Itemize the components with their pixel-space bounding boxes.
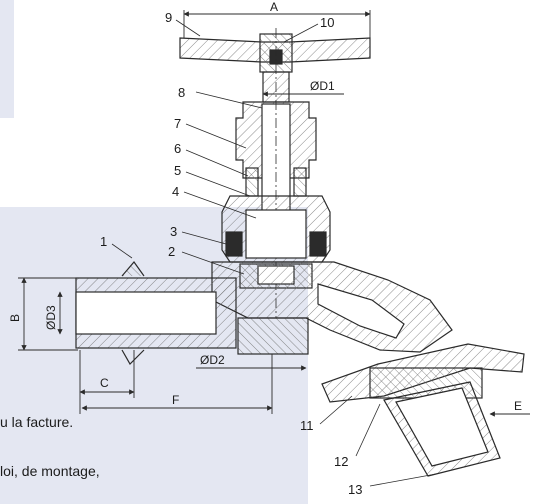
callout-10: 10 — [320, 15, 334, 30]
packing-ring-left — [245, 167, 259, 197]
inlet-lower-ring — [121, 349, 145, 365]
background-text-line-1: u la facture. — [0, 414, 74, 430]
leader-10 — [283, 23, 319, 43]
dim-a-label: A — [270, 0, 278, 14]
dim-d3-label: ØD3 — [44, 305, 58, 330]
callout-13: 13 — [348, 482, 362, 497]
hex-nut-body — [237, 317, 309, 355]
dim-c-label: C — [100, 376, 109, 390]
dim-d2-label: ØD2 — [200, 353, 225, 367]
dim-e-label: E — [514, 399, 522, 413]
leader-1 — [111, 243, 133, 259]
callout-1: 1 — [100, 234, 107, 249]
callout-9: 9 — [165, 10, 172, 25]
callout-12: 12 — [334, 454, 348, 469]
outlet-nozzle-bore — [395, 387, 489, 467]
dim-b-label: B — [8, 314, 22, 322]
leader-11 — [319, 395, 353, 425]
leader-5 — [185, 171, 251, 197]
leader-6 — [185, 149, 249, 177]
callout-11: 11 — [300, 418, 314, 433]
dim-f-label: F — [172, 393, 179, 407]
dim-d1-label: ØD1 — [310, 79, 335, 93]
inlet-thread — [121, 261, 145, 277]
leader-13 — [369, 473, 437, 487]
inlet-bore — [75, 291, 217, 335]
packing-ring-right — [293, 167, 307, 197]
washer-3 — [225, 231, 243, 257]
callout-8: 8 — [178, 85, 185, 100]
flow-channel — [317, 283, 405, 339]
background-document-panel-corner — [0, 0, 14, 118]
leader-9 — [175, 19, 201, 37]
callout-2: 2 — [168, 244, 175, 259]
callout-6: 6 — [174, 141, 181, 156]
leader-7 — [185, 123, 247, 149]
leader-12 — [355, 403, 381, 457]
leader-8 — [195, 91, 263, 109]
callout-3: 3 — [170, 224, 177, 239]
callout-5: 5 — [174, 163, 181, 178]
callout-4: 4 — [172, 184, 179, 199]
leader-3 — [181, 231, 227, 245]
leader-4 — [183, 191, 257, 219]
valve-seat-chamber — [245, 209, 307, 259]
leader-2 — [181, 251, 245, 275]
background-text-line-2: loi, de montage, — [0, 463, 100, 479]
callout-7: 7 — [174, 116, 181, 131]
washer-3-right — [309, 231, 327, 257]
